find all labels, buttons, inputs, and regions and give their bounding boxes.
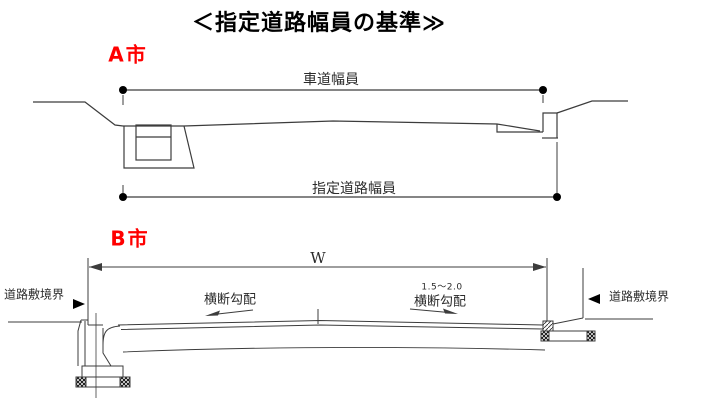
slope-value-label: 1.5～2.0: [421, 282, 463, 293]
section-a-ground-left: [33, 101, 124, 127]
roadway-width-label: 車道幅員: [303, 72, 359, 88]
city-b-label: B市: [110, 226, 150, 251]
dimension-endpoint-icon: [119, 86, 127, 94]
dimension-endpoint-icon: [119, 193, 127, 201]
foundation-hatch-icon: [586, 330, 596, 342]
boundary-pointer-left-icon: [73, 299, 85, 309]
road-boundary-left-label: 道路敷境界: [3, 287, 65, 302]
section-b-w-dimension-line: [87, 258, 548, 325]
boundary-pointer-right-icon: [588, 294, 600, 304]
foundation-hatch-icon: [540, 330, 550, 342]
section-b-right-edge: [540, 317, 596, 342]
section-a-designated-width-dimension-line: [119, 142, 561, 201]
cross-slope-right-label: 横断勾配: [413, 294, 467, 310]
diagram-title: ＜指定道路幅員の基準≫: [191, 11, 447, 36]
dimension-arrow-right-icon: [533, 263, 546, 271]
section-a-drawing: [33, 86, 628, 201]
section-a-ground-right: [556, 100, 628, 114]
designated-road-width-label: 指定道路幅員: [312, 181, 396, 197]
dimension-endpoint-icon: [539, 86, 547, 94]
road-boundary-right-label: 道路敷境界: [608, 289, 670, 304]
section-a-right-gutter: [496, 112, 558, 139]
dimension-arrow-left-icon: [89, 263, 102, 271]
slope-arrow-left-icon: [205, 310, 220, 316]
section-a-left-gutter: [123, 124, 195, 169]
dimension-endpoint-icon: [553, 193, 561, 201]
section-b-pavement: [117, 309, 546, 353]
cross-slope-arrows: [205, 308, 458, 316]
section-a-road-surface: [183, 120, 541, 132]
foundation-hatch-icon: [119, 376, 131, 388]
section-b-left-curb: [75, 313, 131, 398]
foundation-hatch-icon: [75, 376, 87, 388]
pavement-edge-hatch-icon: [542, 320, 554, 332]
city-a-label: A市: [108, 42, 148, 67]
section-b-drawing: [8, 258, 653, 398]
cross-slope-left-label: 横断勾配: [203, 292, 257, 308]
slope-arrow-right-icon: [443, 308, 458, 314]
section-a-roadway-dimension-line: [119, 86, 547, 105]
width-w-label: W: [310, 249, 326, 267]
